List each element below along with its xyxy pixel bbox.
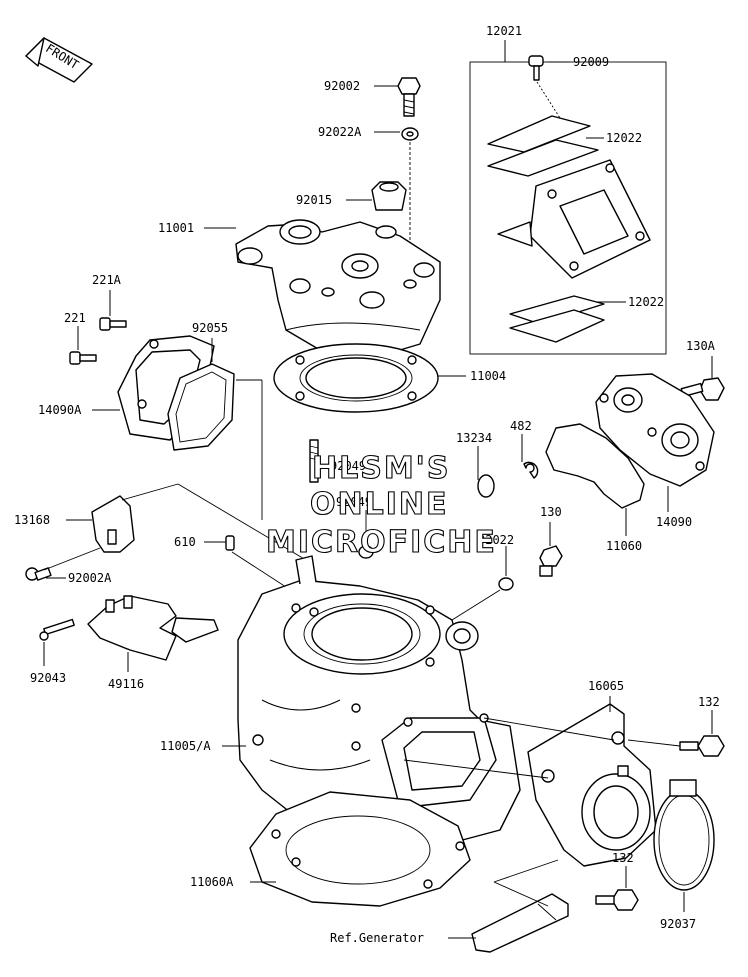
cylinder bbox=[237, 555, 521, 847]
label-92043: 92043 bbox=[30, 671, 66, 685]
label-11001: 11001 bbox=[158, 221, 194, 235]
label-92049-b: 92049 bbox=[336, 495, 372, 509]
label-92055: 92055 bbox=[192, 321, 228, 335]
head-gasket bbox=[273, 343, 439, 413]
label-12022-top: 12022 bbox=[606, 131, 642, 145]
valve-housing-14090 bbox=[595, 373, 715, 487]
reed-valve-group: 12021 92009 12022 12022 bbox=[469, 24, 667, 355]
base-gasket-11060A bbox=[249, 791, 471, 907]
label-92022: 92022 bbox=[478, 533, 514, 547]
label-482: 482 bbox=[510, 419, 532, 433]
label-13168: 13168 bbox=[14, 513, 50, 527]
shaft-13234 bbox=[373, 474, 495, 546]
label-132-bot: 132 bbox=[612, 851, 634, 865]
watermark-line-2: ONLINE bbox=[310, 487, 449, 522]
label-132-top: 132 bbox=[698, 695, 720, 709]
label-14090A: 14090A bbox=[38, 403, 82, 417]
label-13234: 13234 bbox=[456, 431, 492, 445]
pin-92043 bbox=[39, 618, 75, 641]
label-92002A: 92002A bbox=[68, 571, 112, 585]
bolt-132-bottom bbox=[595, 889, 639, 911]
reed-stopper bbox=[487, 115, 591, 153]
screw-92002A bbox=[25, 567, 52, 581]
watermark: HLSM'S ONLINE MICROFICHE bbox=[265, 450, 497, 560]
clamp-92037 bbox=[653, 779, 715, 891]
label-11004: 11004 bbox=[470, 369, 506, 383]
front-arrow-icon: FRONT bbox=[25, 37, 93, 83]
reed-petal-bottom-2 bbox=[509, 309, 605, 343]
label-11005A: 11005/A bbox=[160, 739, 211, 753]
label-92015: 92015 bbox=[296, 193, 332, 207]
label-92037: 92037 bbox=[660, 917, 696, 931]
bolt-221 bbox=[69, 351, 97, 365]
watermark-line-1: HLSM'S bbox=[312, 451, 450, 486]
nut-92015 bbox=[371, 181, 407, 211]
label-11060: 11060 bbox=[606, 539, 642, 553]
label-130A: 130A bbox=[686, 339, 716, 353]
clip-482 bbox=[523, 461, 539, 479]
label-610: 610 bbox=[174, 535, 196, 549]
label-14090: 14090 bbox=[656, 515, 692, 529]
gasket-92055 bbox=[167, 363, 235, 451]
label-221: 221 bbox=[64, 311, 86, 325]
bolt-221A bbox=[99, 317, 127, 331]
label-92022A: 92022A bbox=[318, 125, 362, 139]
reed-block bbox=[497, 159, 651, 279]
washer-92049 bbox=[358, 545, 374, 559]
screw-92009 bbox=[528, 55, 544, 81]
label-49116: 49116 bbox=[108, 677, 144, 691]
label-16065: 16065 bbox=[588, 679, 624, 693]
pin-92049 bbox=[309, 439, 319, 483]
gasket-11060 bbox=[545, 423, 645, 509]
cylinder-head bbox=[235, 219, 441, 357]
label-ref-generator: Ref.Generator bbox=[330, 931, 424, 945]
label-221A: 221A bbox=[92, 273, 122, 287]
label-92009: 92009 bbox=[573, 55, 609, 69]
dowel-610 bbox=[225, 535, 235, 551]
label-92049-a: 92049 bbox=[330, 459, 366, 473]
label-130: 130 bbox=[540, 505, 562, 519]
bolt-132-top bbox=[679, 735, 725, 757]
label-12022-bot: 12022 bbox=[628, 295, 664, 309]
washer-92022 bbox=[498, 577, 514, 591]
intake-manifold-16065 bbox=[527, 703, 657, 867]
bolt-130 bbox=[539, 545, 563, 577]
label-12021: 12021 bbox=[486, 24, 522, 38]
valve-49116 bbox=[87, 595, 219, 661]
bolt-92002 bbox=[397, 77, 421, 117]
label-92002: 92002 bbox=[324, 79, 360, 93]
generator-reference-part bbox=[471, 893, 569, 953]
watermark-line-3: MICROFICHE bbox=[266, 525, 497, 560]
reed-petal-top bbox=[487, 139, 599, 177]
reed-petal-bottom bbox=[509, 295, 605, 325]
label-11060A: 11060A bbox=[190, 875, 234, 889]
lever-13168 bbox=[91, 495, 135, 553]
